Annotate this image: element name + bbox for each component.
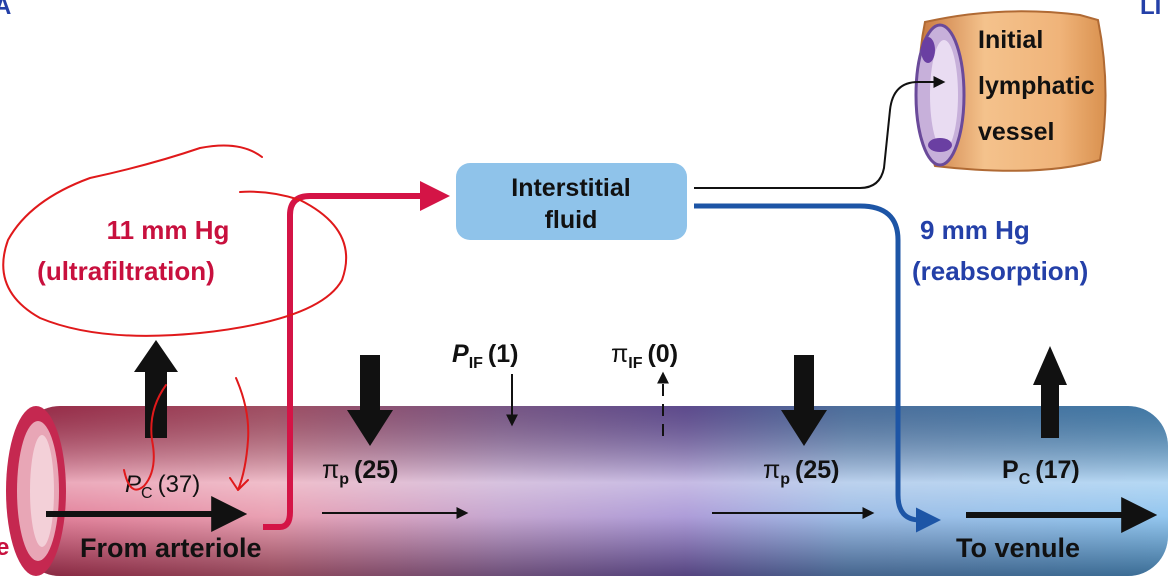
pip-arteriole-label: πp(25) xyxy=(322,456,399,488)
lymphatic-label-line3: vessel xyxy=(978,118,1054,146)
reabsorption-label: (reabsorption) xyxy=(912,256,1088,286)
reabsorption-flow-arrow xyxy=(694,203,941,533)
lymphatic-endothelial-cell xyxy=(928,138,952,152)
lymphatic-endothelial-cell xyxy=(921,37,935,63)
corner-label-edge: e xyxy=(0,534,9,561)
handwritten-annotations xyxy=(2,144,348,491)
reabsorption-value: 9 mm Hg xyxy=(920,215,1030,245)
capillary-tube xyxy=(6,406,1168,576)
annotation-circle xyxy=(2,144,348,337)
corner-label-right: LI xyxy=(1140,0,1161,20)
to-venule-label: To venule xyxy=(956,533,1080,563)
interstitial-label-line2: fluid xyxy=(545,206,598,234)
capillary-shading xyxy=(20,406,1168,576)
force-arrows xyxy=(134,340,1067,446)
annotation-arrow-right xyxy=(229,377,250,491)
lymphatic-lumen xyxy=(930,40,958,150)
pc-arteriole-label: PC(37) xyxy=(125,471,200,502)
pc-venule-label: PC(17) xyxy=(1002,456,1080,488)
lymphatic-label-line2: lymphatic xyxy=(978,72,1095,100)
pip-venule-label: πp(25) xyxy=(763,456,840,488)
filtration-flow-arrow xyxy=(263,181,450,530)
filtration-value: 11 mm Hg xyxy=(107,215,230,245)
oncotic-arteriole-arrow xyxy=(347,355,393,446)
filtration-label: (ultrafiltration) xyxy=(37,256,215,286)
lymph-flow-arrow xyxy=(694,76,946,189)
annotation-squiggle-left xyxy=(123,384,167,491)
corner-label-left: A xyxy=(0,0,11,20)
lymphatic-vessel xyxy=(914,10,1107,172)
lymphatic-label-line1: Initial xyxy=(978,26,1043,54)
pc-arteriole-arrow xyxy=(134,340,178,438)
interstitial-fluid-box xyxy=(456,163,687,240)
oncotic-venule-arrow xyxy=(781,355,827,446)
capillary-lumen xyxy=(30,435,54,547)
pif-label: PIF(1) xyxy=(452,340,518,372)
piif-label: πIF(0) xyxy=(611,340,678,372)
from-arteriole-label: From arteriole xyxy=(80,533,262,563)
pc-venule-arrow xyxy=(1033,346,1067,438)
interstitial-label-line1: Interstitial xyxy=(511,174,630,202)
